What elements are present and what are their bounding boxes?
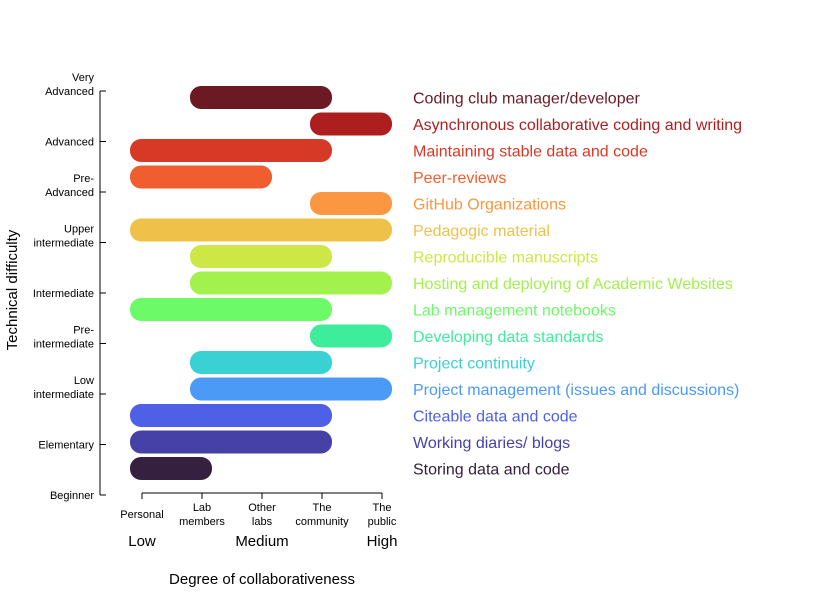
bar [130, 298, 332, 321]
y-tick-label: intermediate [33, 238, 94, 250]
y-tick-label: Low [74, 375, 94, 387]
bar-label: Asynchronous collaborative coding and wr… [413, 117, 742, 134]
y-tick-label: intermediate [33, 339, 94, 351]
bar-label: Citeable data and code [413, 409, 578, 426]
x-tick-label: community [295, 516, 349, 528]
y-tick-label: Advanced [45, 86, 94, 98]
x-tick-label: The [373, 502, 392, 514]
bar [190, 351, 332, 374]
y-axis-title: Technical difficulty [4, 229, 21, 350]
y-tick-label: Pre- [73, 173, 94, 185]
bar [130, 404, 332, 427]
bar [190, 86, 332, 109]
bar-label: Working diaries/ blogs [413, 435, 570, 452]
bar-label: Project continuity [413, 356, 535, 373]
y-tick-label: Advanced [45, 137, 94, 149]
bar-label: Pedagogic material [413, 223, 550, 240]
bar-label: Storing data and code [413, 462, 570, 479]
y-axis: VeryAdvancedAdvancedPre-AdvancedUpperint… [33, 72, 106, 502]
y-tick-label: Beginner [50, 490, 94, 502]
bar [310, 112, 392, 136]
y-tick-label: Advanced [45, 187, 94, 199]
bar-label: Peer-reviews [413, 170, 506, 187]
bar [130, 457, 212, 480]
x-level-label: Medium [235, 533, 288, 550]
bar-labels: Coding club manager/developerAsynchronou… [413, 91, 742, 479]
bar [310, 324, 392, 348]
x-level-label: Low [128, 533, 156, 550]
bar-label: Lab management notebooks [413, 303, 616, 320]
bar [130, 139, 332, 162]
y-tick-label: Pre- [73, 325, 94, 337]
x-tick-label: public [368, 516, 397, 528]
bar-label: Coding club manager/developer [413, 91, 640, 108]
bar [130, 430, 332, 454]
bars [130, 86, 392, 480]
bar [190, 271, 392, 295]
x-tick-label: members [179, 516, 225, 528]
bar [130, 218, 392, 242]
x-level-label: High [367, 533, 398, 550]
x-tick-label: Lab [193, 502, 211, 514]
bar [130, 165, 272, 189]
bar-label: Developing data standards [413, 329, 603, 346]
y-tick-label: Elementary [38, 440, 94, 452]
bar-label: Project management (issues and discussio… [413, 382, 739, 399]
bar-label: GitHub Organizations [413, 197, 566, 214]
y-tick-label: Intermediate [33, 288, 94, 300]
bar-label: Hosting and deploying of Academic Websit… [413, 276, 733, 293]
x-tick-label: The [313, 502, 332, 514]
bar-label: Maintaining stable data and code [413, 144, 648, 161]
y-tick-label: Upper [64, 224, 94, 236]
bar [190, 245, 332, 268]
y-tick-label: intermediate [33, 389, 94, 401]
x-axis: Personal Lab members Other labs The community T… [120, 492, 398, 550]
x-tick-label: Personal [120, 509, 163, 521]
x-tick-label: Other [248, 502, 276, 514]
bar [310, 192, 392, 215]
x-tick-label: labs [252, 516, 273, 528]
bar [190, 377, 392, 401]
bar-label: Reproducible manuscripts [413, 250, 598, 267]
y-tick-label: Very [72, 72, 95, 84]
x-axis-title: Degree of collaborativeness [169, 571, 355, 588]
